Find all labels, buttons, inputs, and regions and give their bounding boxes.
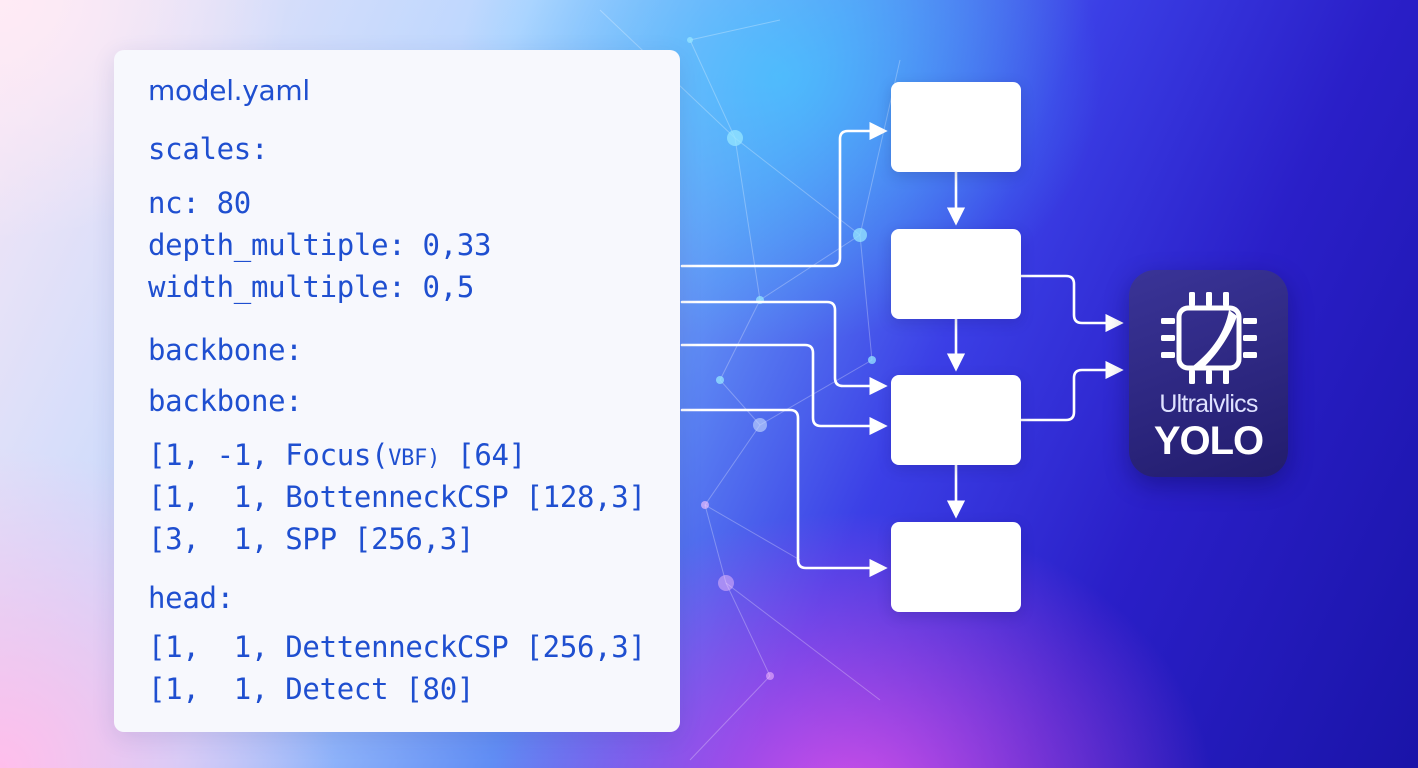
arrow-box-3-to-badge xyxy=(1019,360,1124,422)
code-text-small: VBF) xyxy=(388,446,441,471)
backbone-label: backbone: xyxy=(148,333,303,367)
scales-label: scales: xyxy=(148,132,269,166)
connector-to-box-3a xyxy=(680,300,888,396)
backbone-row-bottleneck: [1, 1, BottenneckCSP [128,3] xyxy=(148,480,646,514)
connector-to-box-4 xyxy=(680,408,888,578)
backbone-label: backbone: xyxy=(148,384,303,418)
code-text: [1, -1, Focus( xyxy=(148,438,389,472)
brand-text: Ultralvlics xyxy=(1159,390,1258,418)
file-title: model.yaml xyxy=(148,74,310,107)
head-row-detect: [1, 1, Detect [80] xyxy=(148,672,475,706)
connector-to-box-3b xyxy=(680,343,888,436)
flow-box-3 xyxy=(891,375,1021,465)
flow-box-4 xyxy=(891,522,1021,612)
width-multiple-line: width_multiple: 0,5 xyxy=(148,270,475,304)
product-text: YOLO xyxy=(1153,419,1264,463)
code-text: [64] xyxy=(440,438,526,472)
depth-multiple-line: depth_multiple: 0,33 xyxy=(148,228,492,262)
flow-box-2 xyxy=(891,229,1021,319)
head-label: head: xyxy=(148,581,234,615)
head-row-detten: [1, 1, DettenneckCSP [256,3] xyxy=(148,630,646,664)
ultralytics-yolo-badge: Ultralvlics YOLO xyxy=(1129,270,1288,477)
backbone-row-focus: [1, -1, Focus(VBF) [64] xyxy=(148,438,526,472)
nc-line: nc: 80 xyxy=(148,186,251,220)
yaml-code-panel: model.yaml scales: nc: 80 depth_multiple… xyxy=(114,50,680,732)
chip-icon xyxy=(1161,292,1257,384)
flow-box-1 xyxy=(891,82,1021,172)
backbone-row-spp: [3, 1, SPP [256,3] xyxy=(148,522,475,556)
connector-to-box-1 xyxy=(680,121,888,268)
arrow-box-2-to-badge xyxy=(1019,274,1124,333)
